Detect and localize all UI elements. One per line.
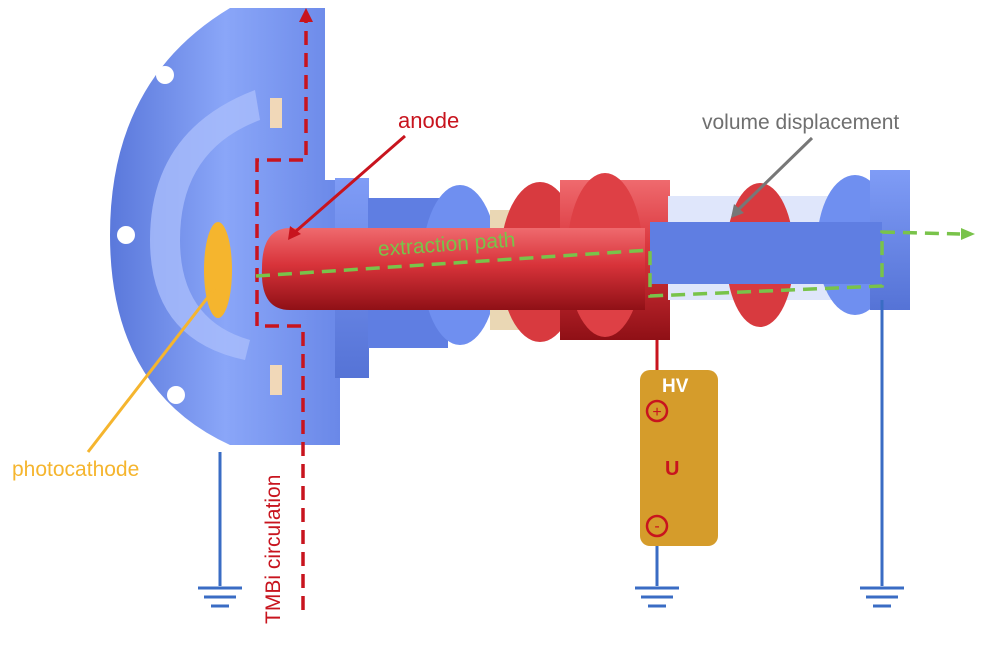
minus-terminal bbox=[645, 514, 669, 538]
voltage-label: U bbox=[665, 458, 680, 480]
plus-terminal bbox=[645, 399, 669, 423]
photocathode-label: photocathode bbox=[12, 458, 140, 481]
seal-ring-top bbox=[270, 98, 282, 128]
seal-ring-bottom bbox=[270, 365, 282, 395]
bolt-hole bbox=[167, 386, 185, 404]
volume-displacement-label: volume displacement bbox=[702, 111, 900, 134]
anode-leader-head bbox=[288, 226, 301, 240]
plus-sign: + bbox=[652, 404, 661, 421]
volume-leader-head bbox=[731, 204, 744, 218]
tmbi-circulation-path bbox=[255, 20, 308, 610]
tmbi-circulation-label: TMBi circulation bbox=[262, 474, 285, 624]
displacement-body bbox=[650, 222, 882, 284]
extraction-path-line bbox=[255, 230, 961, 298]
bolt-hole bbox=[156, 66, 174, 84]
ground-icon bbox=[198, 586, 242, 608]
tmbi-arrow-head bbox=[299, 8, 313, 22]
extraction-arrow-head bbox=[961, 228, 975, 240]
anode-rod bbox=[261, 228, 645, 310]
ground-icon bbox=[860, 586, 904, 608]
flange-inner-bowl bbox=[150, 90, 260, 360]
hv-label: HV bbox=[662, 376, 689, 397]
volume-leader bbox=[736, 136, 814, 212]
photocathode-disc bbox=[204, 222, 232, 318]
flange-body bbox=[110, 8, 340, 445]
power-supply bbox=[640, 370, 718, 546]
photocathode-leader bbox=[86, 287, 217, 453]
minus-sign: - bbox=[654, 518, 659, 535]
bolt-hole bbox=[117, 226, 135, 244]
anode-leader bbox=[294, 134, 406, 234]
ground-icon bbox=[635, 586, 679, 608]
anode-label: anode bbox=[398, 108, 460, 133]
